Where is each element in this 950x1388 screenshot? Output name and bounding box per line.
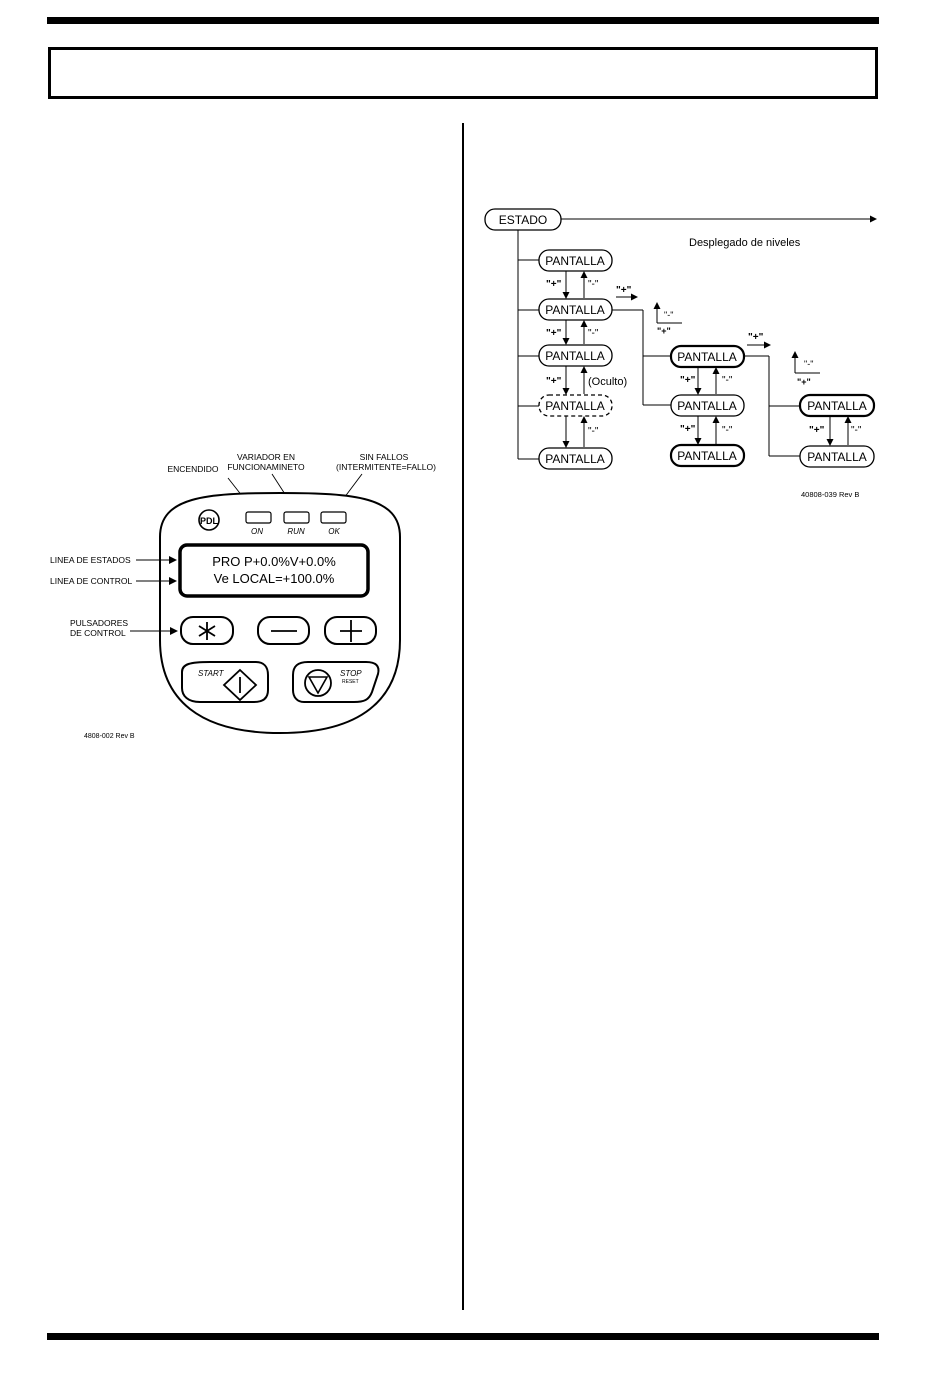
run-led-label: RUN: [287, 527, 305, 536]
plus-key-label: "+": [797, 377, 811, 387]
level3-back-indicator: "-" "+": [791, 351, 820, 387]
run-led: [283, 511, 310, 524]
plus-key-label: "+": [680, 375, 696, 386]
level2-nav-arrows: [694, 367, 720, 445]
minus-key-label: "-": [722, 425, 733, 436]
ok-led: [320, 511, 347, 524]
led-on-callout: ENCENDIDO: [167, 464, 218, 474]
minus-button[interactable]: [257, 616, 310, 645]
plus-key-label: "+": [616, 285, 632, 296]
plus-key-label: "+": [809, 425, 825, 436]
level1-screen-hidden: PANTALLA: [538, 394, 613, 417]
minus-key-label: "-": [588, 328, 599, 339]
ok-led-label: OK: [328, 527, 340, 536]
level2-trunk: [612, 309, 671, 406]
plus-button[interactable]: [324, 616, 377, 645]
level3-nav-arrows: [826, 416, 852, 446]
keypad-illustration: ENCENDIDO VARIADOR EN FUNCIONAMINETO SIN…: [50, 452, 436, 740]
screen-label: PANTALLA: [677, 350, 737, 364]
plus-key-label: "+": [546, 328, 562, 339]
minus-key-label: "-": [664, 310, 673, 320]
top-rule: [47, 17, 879, 24]
level1-nav-arrows: [562, 271, 588, 448]
level1-screen-1: PANTALLA: [538, 249, 613, 272]
screen-label: PANTALLA: [807, 399, 867, 413]
level3-screen-2: PANTALLA: [799, 445, 875, 468]
plus-icon: [340, 620, 362, 642]
diagram-figure-ref: 40808-039 Rev B: [801, 490, 859, 499]
lcd-status-line: PRO P+0.0%V+0.0%: [212, 554, 336, 569]
level1-screen-2: PANTALLA: [538, 298, 613, 321]
lcd-display: [178, 543, 370, 598]
minus-key-label: "-": [722, 375, 733, 386]
screen-label: PANTALLA: [545, 399, 605, 413]
bottom-rule: [47, 1333, 879, 1340]
plus-key-label: "+": [657, 326, 671, 336]
stop-triangle-icon: [304, 669, 332, 697]
level3-screen-1: PANTALLA: [798, 393, 876, 418]
screen-label: PANTALLA: [545, 303, 605, 317]
start-label: START: [198, 669, 225, 678]
asterisk-button[interactable]: [180, 616, 234, 645]
level1-trunk: [517, 230, 539, 460]
level2-screen-3: PANTALLA: [669, 443, 746, 468]
led-run-callout-line1: VARIADOR EN: [237, 452, 295, 462]
minus-key-label: "-": [588, 426, 599, 437]
level2-screen-1: PANTALLA: [669, 344, 746, 369]
buttons-label-line1: PULSADORES: [70, 618, 128, 628]
plus-key-label: "+": [546, 376, 562, 387]
hidden-label: (Oculto): [588, 376, 627, 388]
menu-navigation-diagram: ESTADO Desplegado de niveles PANTALLA PA…: [484, 208, 877, 499]
stop-reset-button[interactable]: STOP RESET: [292, 661, 380, 703]
estado-label: ESTADO: [499, 213, 547, 227]
plus-key-label: "+": [546, 279, 562, 290]
status-line-label: LINEA DE ESTADOS: [50, 555, 131, 565]
estado-node: ESTADO: [484, 208, 562, 231]
level2-screen-2: PANTALLA: [670, 394, 745, 417]
pdl-logo: PDL: [198, 509, 220, 531]
stop-label: STOP: [340, 669, 362, 678]
plus-key-label: "+": [748, 332, 764, 343]
page-title-box: [48, 47, 878, 99]
screen-label: PANTALLA: [545, 452, 605, 466]
level1-screen-3: PANTALLA: [538, 344, 613, 367]
level3-trunk: [744, 355, 800, 457]
level2-back-indicator: "-" "+": [653, 302, 682, 336]
minus-key-label: "-": [851, 425, 862, 436]
start-diamond-icon: [222, 668, 258, 702]
column-divider: [462, 123, 464, 1310]
led-run-callout-line2: FUNCIONAMINETO: [227, 462, 305, 472]
plus-key-label: "+": [680, 424, 696, 435]
minus-key-label: "-": [804, 359, 813, 369]
buttons-label-line2: DE CONTROL: [70, 628, 126, 638]
on-led-label: ON: [251, 527, 263, 536]
minus-key-label: "-": [588, 279, 599, 290]
screen-label: PANTALLA: [545, 254, 605, 268]
asterisk-icon: [198, 622, 216, 640]
lcd-control-line: Ve LOCAL=+100.0%: [214, 571, 335, 586]
led-ok-callout-line1: SIN FALLOS: [360, 452, 409, 462]
screen-label: PANTALLA: [677, 449, 737, 463]
screen-label: PANTALLA: [807, 450, 867, 464]
led-ok-callout-line2: (INTERMITENTE=FALLO): [336, 462, 436, 472]
level1-screen-5: PANTALLA: [538, 447, 613, 470]
control-line-label: LINEA DE CONTROL: [50, 576, 132, 586]
levels-title: Desplegado de niveles: [689, 237, 801, 249]
keypad-figure-ref: 4808-002 Rev B: [84, 733, 135, 740]
logo-text: PDL: [200, 516, 219, 526]
start-button[interactable]: START: [181, 661, 269, 703]
screen-label: PANTALLA: [545, 349, 605, 363]
screen-label: PANTALLA: [677, 399, 737, 413]
reset-label: RESET: [342, 679, 359, 685]
on-led: [245, 511, 272, 524]
